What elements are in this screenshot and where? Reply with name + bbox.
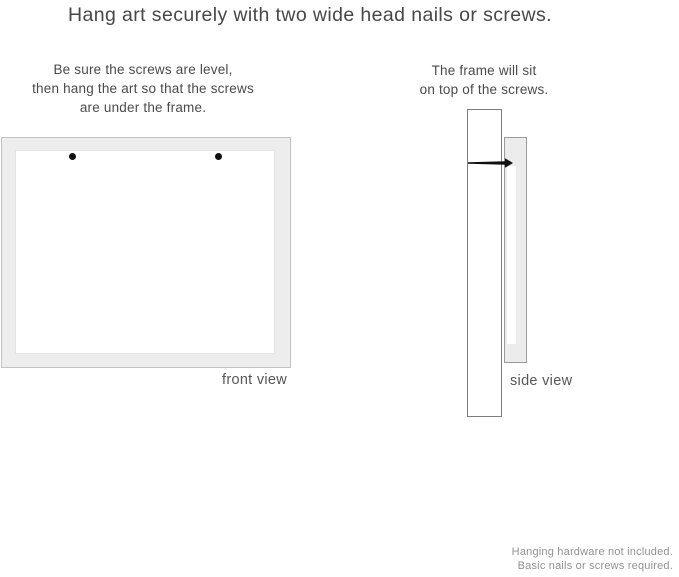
instruction-line: on top of the screws.: [419, 82, 549, 97]
front-view-instructions: Be sure the screws are level, then hang …: [20, 60, 266, 117]
footer-line: Hanging hardware not included.: [511, 546, 673, 558]
side-view-instructions: The frame will sit on top of the screws.: [394, 61, 574, 99]
wall-side-view: [467, 109, 502, 417]
art-area: [15, 150, 275, 354]
instruction-line: The frame will sit: [431, 63, 537, 78]
nail-head-right-icon: [215, 153, 222, 160]
nail-head-left-icon: [69, 153, 76, 160]
frame-front-view: [1, 137, 291, 368]
footer-disclaimer: Hanging hardware not included. Basic nai…: [512, 546, 673, 573]
nail-side-icon: [468, 158, 513, 168]
instruction-line: are under the frame.: [79, 100, 207, 115]
side-view-caption: side view: [510, 373, 573, 389]
footer-line: Basic nails or screws required.: [517, 559, 673, 572]
instruction-line: then hang the art so that the screws: [32, 81, 254, 96]
front-view-caption: front view: [222, 372, 288, 388]
frame-side-inner-face: [507, 166, 516, 344]
instruction-line: Be sure the screws are level,: [53, 62, 233, 77]
frame-side-view: [504, 137, 527, 363]
page-title: Hang art securely with two wide head nai…: [68, 4, 552, 26]
